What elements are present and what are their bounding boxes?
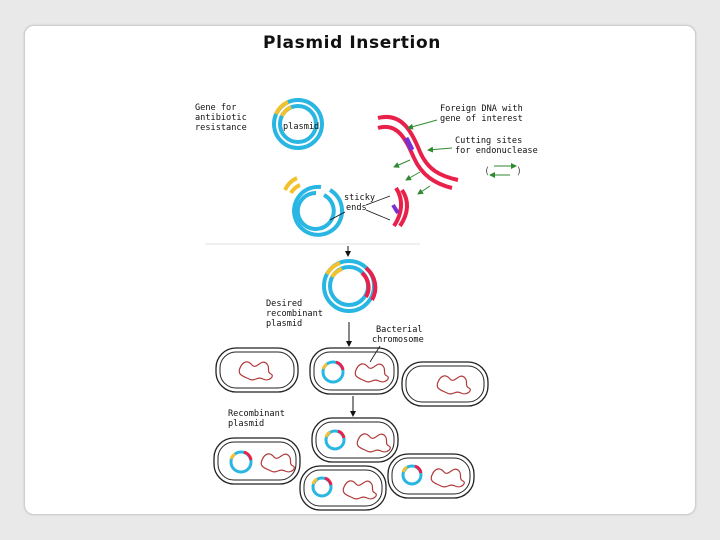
sticky-ends-label-line1: sticky [344,193,375,203]
gene-label-line3: resistance [195,123,247,133]
bacterium-plain-left [215,347,299,393]
recombinant-label-line2: plasmid [228,419,264,429]
svg-text:): ) [516,166,522,177]
recombinant-label-line1: Recombinant [228,409,285,419]
bacterium-plain-right [401,361,489,407]
sticky-end-pointers [329,195,391,221]
bacterial-label-line2: chromosome [372,335,424,345]
dna-fragment [391,186,409,228]
desired-label-line1: Desired [266,299,302,309]
gene-label-line2: antibiotic [195,113,247,123]
svg-text:(: ( [484,166,490,177]
page-title: Plasmid Insertion [263,33,441,53]
bacterium-division-top [311,417,399,463]
cutting-sites-label-line2: for endonuclease [455,146,538,156]
bacterium-descendant-right [387,453,475,499]
bacterium-descendant-center [299,465,387,511]
plasmid-label: plasmid [283,122,319,132]
bacterial-label-line1: Bacterial [376,325,423,335]
foreign-dna [377,114,459,190]
foreign-dna-label-line1: Foreign DNA with [440,104,523,114]
cutting-site-arrows [393,119,517,195]
cutting-sites-label-line1: Cutting sites [455,136,522,146]
bacterium-descendant-left [213,437,301,485]
gene-label-line1: Gene for [195,103,236,113]
foreign-dna-label-line2: gene of interest [440,114,523,124]
desired-label-line2: recombinant [266,309,323,319]
recombinant-plasmid [322,259,378,313]
desired-label-line3: plasmid [266,319,302,329]
original-plasmid [272,98,324,150]
opened-plasmid [283,176,345,237]
sticky-ends-label-line2: ends [346,203,367,213]
bacterium-transformed-center [309,347,399,395]
